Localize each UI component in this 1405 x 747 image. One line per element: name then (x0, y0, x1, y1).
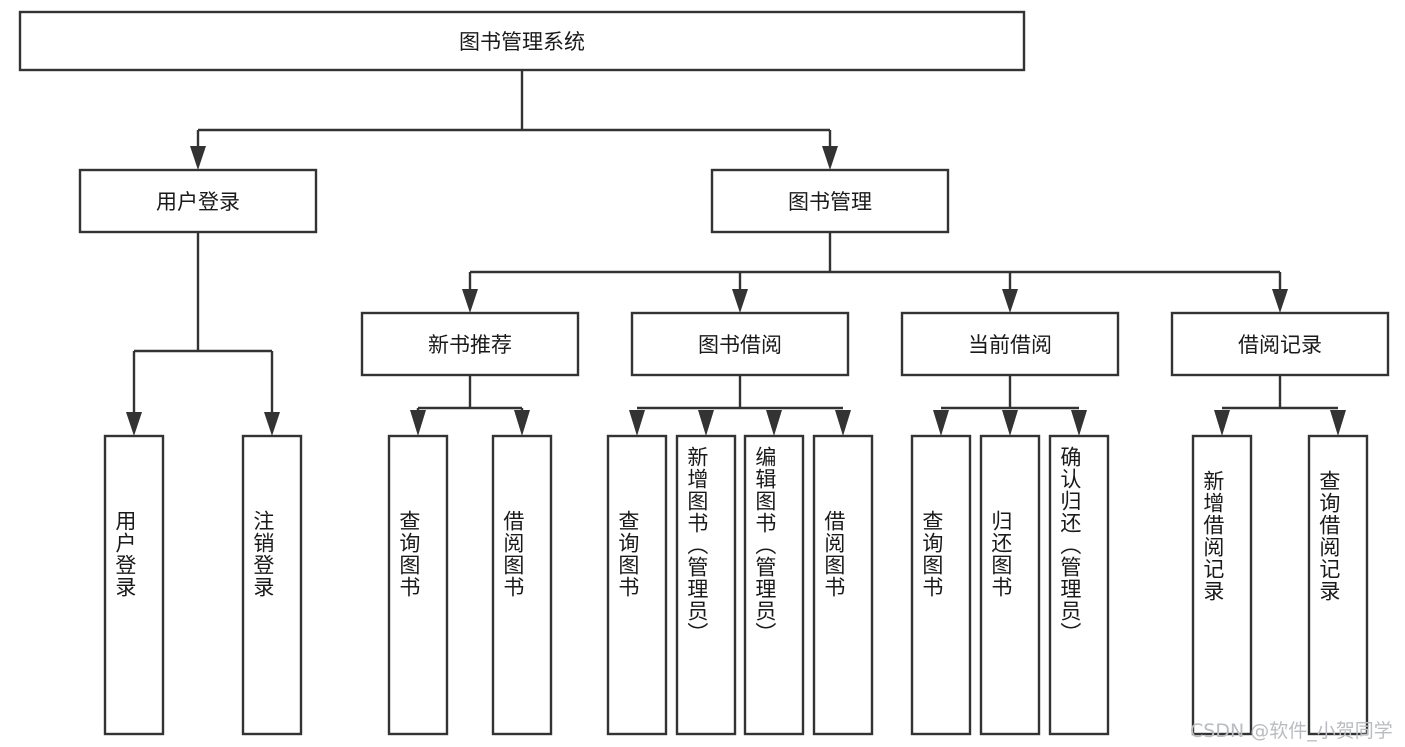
arrow-head-current-leaf-1 (933, 410, 949, 436)
arrow-head-level3-4 (1272, 289, 1288, 313)
node-root-label: 图书管理系统 (459, 30, 585, 54)
leaf-box-borrow-record-1[interactable] (1191, 434, 1253, 736)
arrow-head-borrow-leaf-4 (835, 410, 851, 436)
leaf-box-user-login-2[interactable] (241, 434, 303, 736)
node-book-borrow-label: 图书借阅 (698, 333, 782, 357)
arrow-head-borrow-leaf-1 (629, 410, 645, 436)
arrow-head-level3-2 (732, 289, 748, 313)
arrow-head-current-leaf-2 (1002, 410, 1018, 436)
node-book-management-box[interactable] (710, 168, 950, 234)
leaf-box-user-login-1[interactable] (103, 434, 165, 736)
node-new-book-recommend-box[interactable] (360, 311, 580, 377)
node-user-login-label: 用户登录 (156, 190, 240, 214)
arrow-head-newbook-leaf-1 (410, 410, 426, 436)
arrow-head-record-leaf-2 (1330, 410, 1346, 436)
node-user-login-box[interactable] (78, 168, 318, 234)
arrow-head-level3-3 (1002, 289, 1018, 313)
leaf-box-borrow-record-2[interactable] (1307, 434, 1369, 736)
leaf-box-new-book-1[interactable] (387, 434, 449, 736)
leaf-box-book-borrow-2[interactable] (675, 434, 737, 736)
arrow-head-current-leaf-3 (1071, 410, 1087, 436)
arrow-head-newbook-leaf-2 (514, 410, 530, 436)
arrow-head-borrow-leaf-3 (766, 410, 782, 436)
leaf-box-book-borrow-1[interactable] (606, 434, 668, 736)
csdn-watermark: CSDN @软件_小贺同学 (1190, 720, 1393, 742)
arrow-head-level3-1 (462, 289, 478, 313)
leaf-box-current-borrow-1[interactable] (910, 434, 972, 736)
arrow-head-level2-1 (190, 146, 206, 170)
connector-layer (126, 70, 1346, 436)
node-current-borrow-box[interactable] (900, 311, 1120, 377)
node-borrow-record-box[interactable] (1170, 311, 1390, 377)
arrow-head-record-leaf-1 (1214, 410, 1230, 436)
leaf-box-new-book-2[interactable] (491, 434, 553, 736)
arrow-head-level2-2 (822, 146, 838, 170)
leaf-box-book-borrow-3[interactable] (743, 434, 805, 736)
node-book-management-label: 图书管理 (788, 190, 872, 214)
arrow-head-userlogin-leaf-2 (264, 412, 280, 436)
node-root-box[interactable] (18, 10, 1026, 72)
leaf-box-current-borrow-2[interactable] (979, 434, 1041, 736)
leaf-box-current-borrow-3[interactable] (1048, 434, 1110, 736)
node-layer: 图书管理系统 用户登录 图书管理 新书推荐 图书借阅 当前借阅 借阅记录 (18, 10, 1390, 736)
arrow-head-userlogin-leaf-1 (126, 412, 142, 436)
leaf-box-book-borrow-4[interactable] (812, 434, 874, 736)
node-current-borrow-label: 当前借阅 (968, 333, 1052, 357)
node-borrow-record-label: 借阅记录 (1238, 333, 1322, 357)
node-new-book-recommend-label: 新书推荐 (428, 333, 512, 357)
node-book-borrow-box[interactable] (630, 311, 850, 377)
arrow-head-borrow-leaf-2 (698, 410, 714, 436)
